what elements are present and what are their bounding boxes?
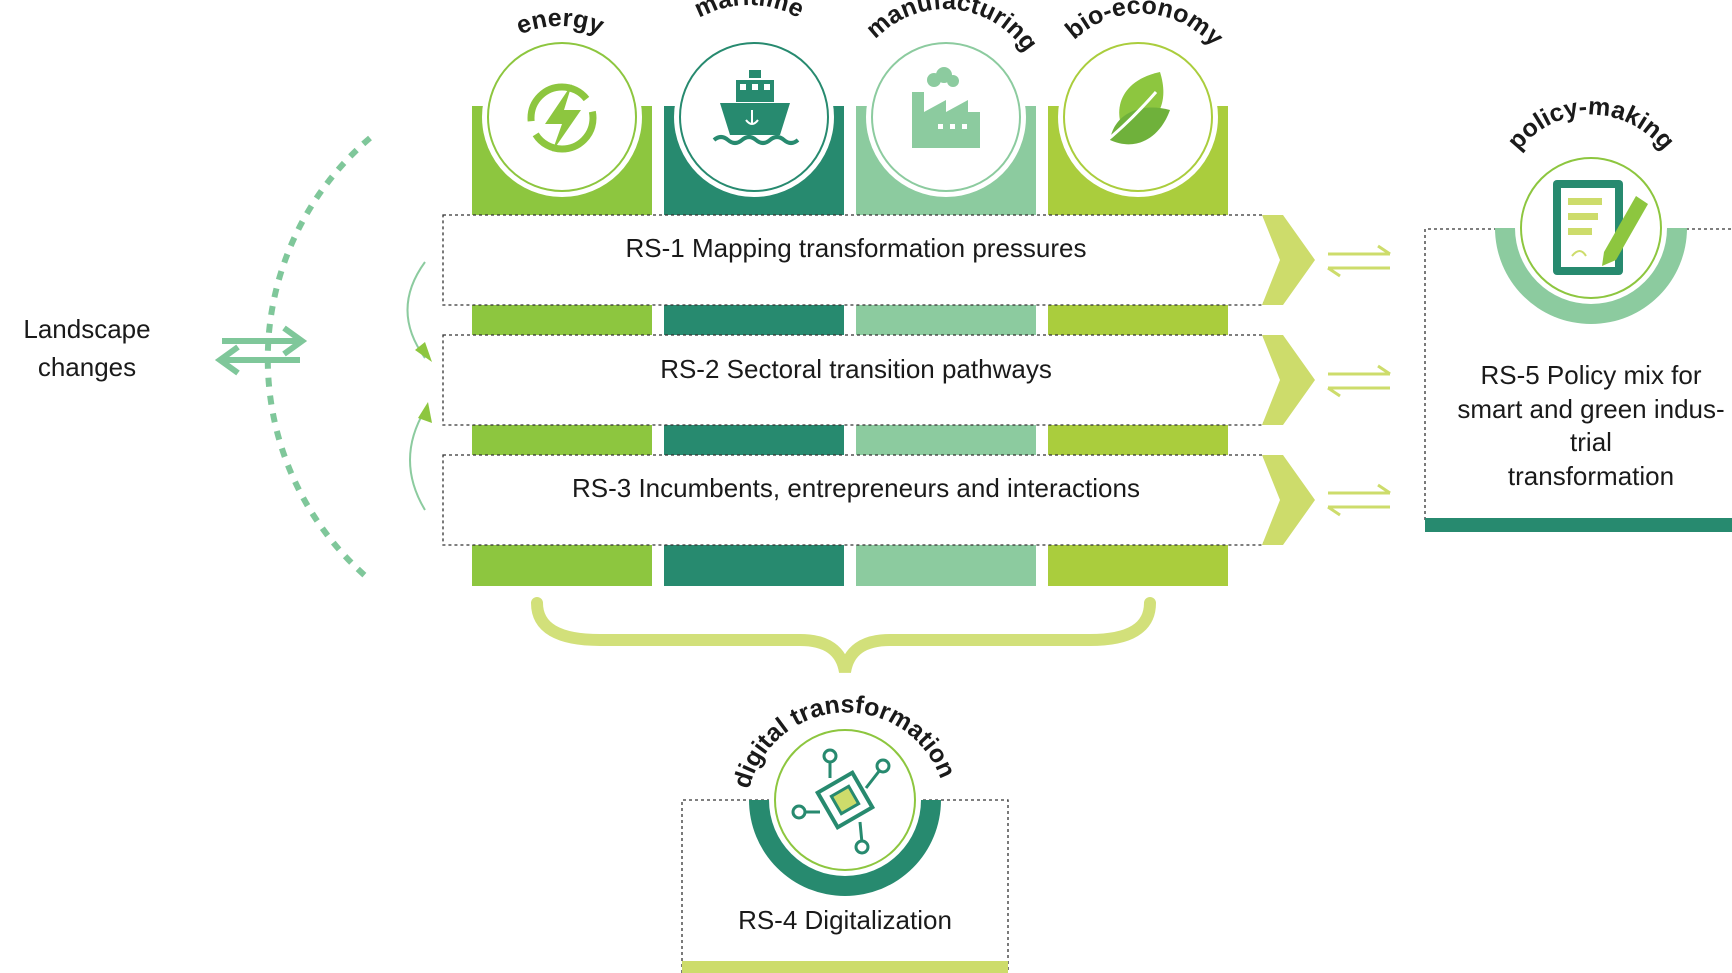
rs3-band: RS-3 Incumbents, entrepreneurs and inter…	[442, 454, 1315, 546]
rs1-band: RS-1 Mapping transformation pressures	[442, 214, 1315, 306]
rs2-band: RS-2 Sectoral transition pathways	[442, 334, 1315, 426]
rs1-label: RS-1 Mapping transformation pressures	[626, 233, 1087, 263]
sectors-brace	[531, 597, 1156, 674]
ship-icon	[712, 70, 800, 145]
rs2-label: RS-2 Sectoral transition pathways	[660, 354, 1052, 384]
policy-line-3: trial	[1570, 427, 1612, 457]
policy-line-4: transformation	[1508, 461, 1674, 491]
arrow-head-down	[415, 342, 432, 362]
leaf-icon	[1099, 72, 1170, 148]
feedback-arrows	[406, 261, 426, 511]
policy-box: policy-making RS-5 Policy mix for smart …	[1424, 92, 1732, 532]
circuit-chip-icon	[791, 748, 891, 855]
policy-arc-label: policy-making	[1502, 92, 1680, 155]
policy-bar	[1425, 518, 1732, 532]
factory-icon	[912, 67, 980, 148]
landscape-section: Landscape changes	[23, 135, 372, 583]
digital-bar	[682, 961, 1008, 973]
digital-box: digital transformation RS-4 Digitalizati…	[681, 690, 1009, 973]
sector-label-energy: energy	[512, 4, 607, 40]
sector-label-maritime: maritime	[690, 0, 809, 24]
rs3-label: RS-3 Incumbents, entrepreneurs and inter…	[572, 473, 1140, 503]
document-pen-icon	[1553, 180, 1648, 275]
landscape-label-line2: changes	[38, 352, 136, 382]
policy-line-2: smart and green indus-	[1457, 394, 1724, 424]
landscape-arc	[264, 135, 372, 583]
lightning-icon	[527, 83, 597, 153]
arrow-head-up	[418, 402, 432, 423]
policy-exchange-arrows	[1327, 244, 1391, 517]
landscape-label-line1: Landscape	[23, 314, 150, 344]
policy-line-1: RS-5 Policy mix for	[1480, 360, 1701, 390]
digital-label: RS-4 Digitalization	[738, 905, 952, 935]
landscape-exchange-arrows	[214, 325, 308, 376]
